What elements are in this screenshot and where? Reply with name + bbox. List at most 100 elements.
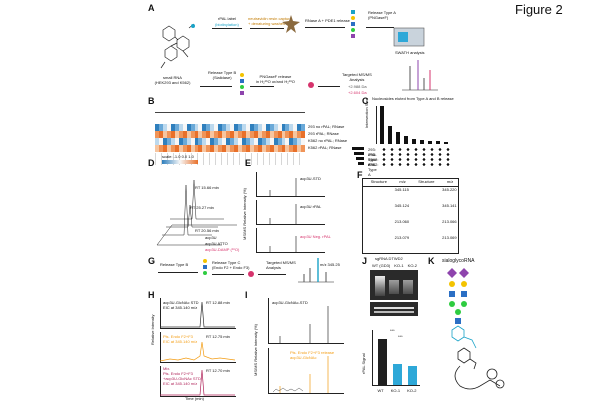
heatmap-cell <box>253 124 258 131</box>
heatmap-cell <box>277 131 282 138</box>
heatmap-cell <box>293 131 298 138</box>
panel-a-step1b: (biotinylation) <box>215 22 239 27</box>
panel-d-trace-label: acp3U-DAMP (¹⁸O) <box>205 247 240 252</box>
upset-bar <box>444 142 448 144</box>
heatmap-cell <box>174 138 179 145</box>
panel-j-sig: *** <box>398 334 403 339</box>
arrow-a6 <box>250 86 274 87</box>
panel-i-spectrum-box <box>268 298 344 344</box>
heatmap-cell <box>155 145 159 152</box>
heatmap-cell <box>253 131 258 138</box>
heatmap-cell <box>166 145 171 152</box>
heatmap-cell <box>190 145 195 152</box>
panel-f-header: m/z <box>399 179 406 184</box>
panel-j-sig: *** <box>390 328 395 333</box>
heatmap-cell <box>241 124 246 131</box>
heatmap-cell <box>285 138 290 145</box>
panel-letter-b: B <box>148 96 155 106</box>
panel-letter-a: A <box>148 3 155 13</box>
heatmap-cell <box>186 138 191 145</box>
upset-bar <box>388 126 392 144</box>
heatmap-cell <box>194 131 199 138</box>
panel-f-header: Structure <box>370 179 387 184</box>
heatmap-cell <box>273 138 278 145</box>
panel-letter-g: G <box>148 256 156 266</box>
heatmap-cell <box>170 138 175 145</box>
heatmap-cell <box>182 138 187 145</box>
heatmap-cell <box>249 145 254 152</box>
sialoglycorna-structure <box>447 268 505 390</box>
panel-a-mass2: +2.604 Da <box>348 90 367 95</box>
panel-j-lane-label: KO-2 <box>407 263 417 268</box>
upset-bar <box>412 139 416 144</box>
heatmap-cell <box>186 131 191 138</box>
heatmap-cell <box>238 145 242 152</box>
glycan-icon-g <box>203 259 207 275</box>
panel-h-xlabel: Time (min) <box>185 396 204 401</box>
pink-dot-icon <box>308 82 314 88</box>
heatmap-cell <box>202 131 207 138</box>
upset-bar <box>404 136 408 144</box>
upset-bar <box>420 140 424 144</box>
panel-f-mz: 345.220 <box>442 187 457 192</box>
heatmap-cell <box>218 145 223 152</box>
panel-j-bar <box>408 365 417 385</box>
glycan-icon-a <box>351 10 355 38</box>
heatmap-color-scale <box>162 160 198 164</box>
upset-set-label: 293: rPAL <box>368 147 377 157</box>
heatmap-cell <box>190 138 195 145</box>
heatmap-cell <box>265 124 270 131</box>
heatmap-cell <box>222 131 227 138</box>
heatmap-cell <box>277 145 282 152</box>
heatmap-row-label: 293 rPAL; RNase <box>308 131 339 136</box>
heatmap-cell <box>241 138 246 145</box>
heatmap-cell <box>226 131 231 138</box>
heatmap-cell <box>194 124 199 131</box>
heatmap-cell <box>289 138 294 145</box>
heatmap-cell <box>202 124 207 131</box>
upset-bar <box>436 141 440 144</box>
upset-dot-matrix <box>380 147 450 167</box>
panel-j-lane-label: KO-1 <box>394 263 404 268</box>
heatmap-cell <box>269 131 274 138</box>
panel-f-mz: 213.060 <box>394 219 410 224</box>
panel-i-spectrum-label: Pls. Endo F2+F3 release acp3U-GlcNAc <box>290 350 335 360</box>
heatmap-cell <box>170 124 175 131</box>
heatmap-cell <box>281 145 286 152</box>
heatmap <box>155 124 306 152</box>
heatmap-cell <box>222 124 227 131</box>
heatmap-cell <box>293 124 298 131</box>
heatmap-cell <box>253 138 258 145</box>
heatmap-cell <box>238 131 242 138</box>
panel-k-title: sialoglycoRNA <box>442 258 475 264</box>
heatmap-cell <box>182 124 187 131</box>
heatmap-cell <box>245 145 250 152</box>
panel-letter-c: C <box>362 96 369 106</box>
heatmap-cell <box>218 131 223 138</box>
heatmap-row-labels: 293 no rPAL; RNase 293 rPAL; RNase K562 … <box>308 124 368 152</box>
heatmap-cell <box>226 145 231 152</box>
heatmap-cell <box>273 131 278 138</box>
heatmap-cell <box>206 131 211 138</box>
panel-i-spectrum-label: acp3U-GlcNAc-STD <box>272 300 308 305</box>
heatmap-cell <box>186 145 191 152</box>
heatmap-cell <box>230 145 235 152</box>
magenta-dot-icon <box>248 271 254 277</box>
panel-i-spectrum-box <box>268 348 344 394</box>
heatmap-cell <box>198 138 203 145</box>
panel-h-trace-box <box>160 298 236 329</box>
panel-h-trace-box <box>160 366 236 397</box>
panel-e-spectrum-label: acp3U rPAL <box>300 204 322 209</box>
heatmap-row-label: 293 no rPAL; RNase <box>308 124 345 129</box>
heatmap-row-label: K562 rPAL; RNase <box>308 145 342 150</box>
panel-f-mz: 213.069 <box>442 235 457 240</box>
arrow-g3 <box>258 274 286 275</box>
heatmap-cell <box>285 131 290 138</box>
heatmap-cell <box>285 124 290 131</box>
panel-letter-h: H <box>148 290 155 300</box>
panel-e-spectrum-1 <box>256 172 325 197</box>
heatmap-cell <box>190 124 195 131</box>
panel-h-rt: RT 12.75 min <box>206 334 230 339</box>
heatmap-cell <box>297 145 302 152</box>
heatmap-cell <box>234 145 239 152</box>
